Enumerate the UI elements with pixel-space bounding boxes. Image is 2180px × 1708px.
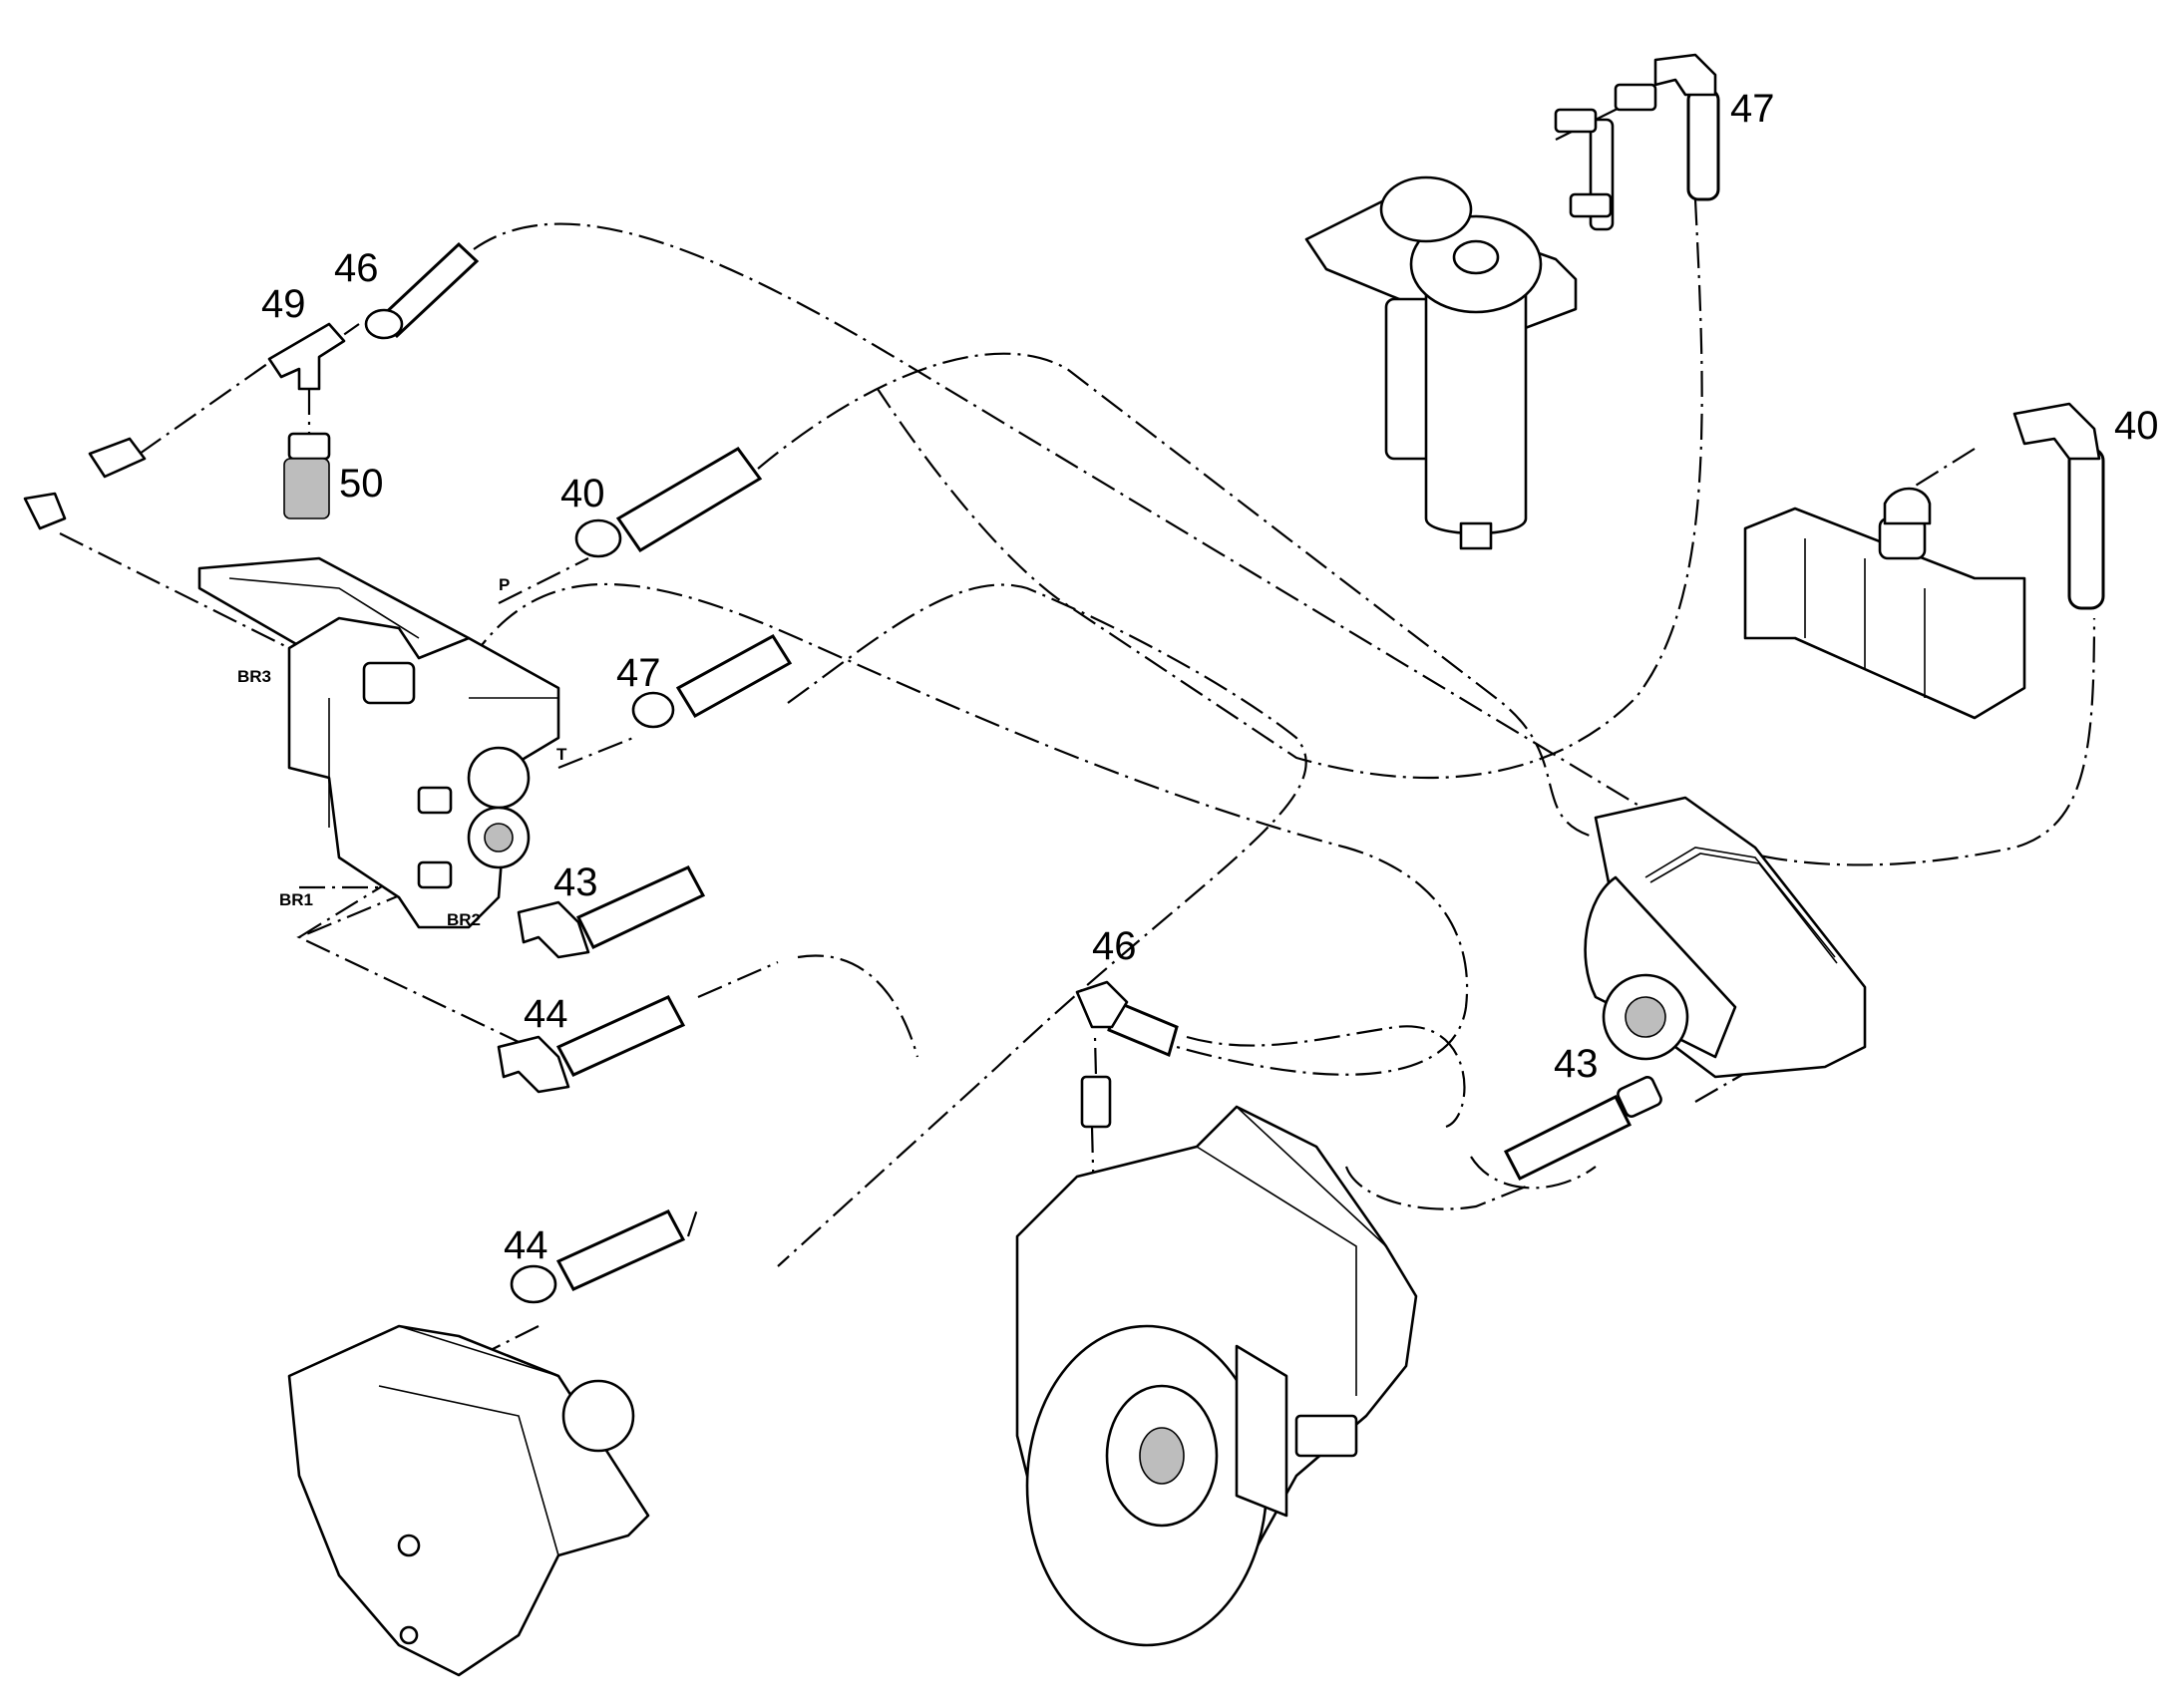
- callout-47-top: 47: [1730, 87, 1775, 131]
- rear-axle-differential: [1584, 796, 1867, 1079]
- callout-43-left: 43: [553, 860, 598, 904]
- callout-labels: 47 40 46 49 50 40 47 43 44 46 43 44: [261, 87, 2159, 1267]
- hydraulic-pump: [1743, 487, 2026, 720]
- hose-46-left: [364, 241, 480, 340]
- callout-47-mid: 47: [616, 651, 661, 695]
- port-label-br1: BR1: [279, 890, 313, 909]
- callout-44-upper: 44: [524, 992, 568, 1036]
- brake-valve-pedal-assembly: [197, 556, 560, 929]
- hose-44-upper: [497, 995, 686, 1094]
- hose-43-right: [1503, 1076, 1662, 1181]
- port-label-br3: BR3: [237, 667, 271, 686]
- callout-40-mid: 40: [560, 472, 605, 515]
- hose-40-mid: [574, 447, 763, 558]
- port-label-br2: BR2: [447, 910, 481, 929]
- hose-46-center: [1075, 980, 1179, 1129]
- accumulator-assembly: [1304, 83, 1657, 550]
- port-labels: P BR3 T BR1 BR2: [237, 575, 567, 929]
- transmission-assembly: [1015, 1105, 1418, 1647]
- fitting-49-tee: [267, 322, 346, 391]
- hose-44-lower: [510, 1209, 686, 1304]
- callout-49: 49: [261, 282, 306, 326]
- hose-40-right: [2012, 402, 2105, 610]
- port-label-t: T: [556, 745, 567, 764]
- callout-46-left: 46: [334, 246, 379, 290]
- front-axle-housing: [287, 1324, 650, 1677]
- callout-40-right: 40: [2114, 404, 2159, 448]
- fitting-left-adapters: [23, 437, 147, 530]
- callout-44-lower: 44: [504, 1223, 548, 1267]
- callout-46-center: 46: [1092, 924, 1137, 968]
- hose-43-left: [517, 865, 706, 959]
- hose-47-mid: [631, 634, 793, 729]
- fitting-50-check: [283, 432, 331, 519]
- hose-47-top: [1653, 53, 1720, 201]
- port-label-p: P: [499, 575, 510, 594]
- callout-50: 50: [339, 462, 384, 506]
- callout-43-right: 43: [1554, 1042, 1599, 1086]
